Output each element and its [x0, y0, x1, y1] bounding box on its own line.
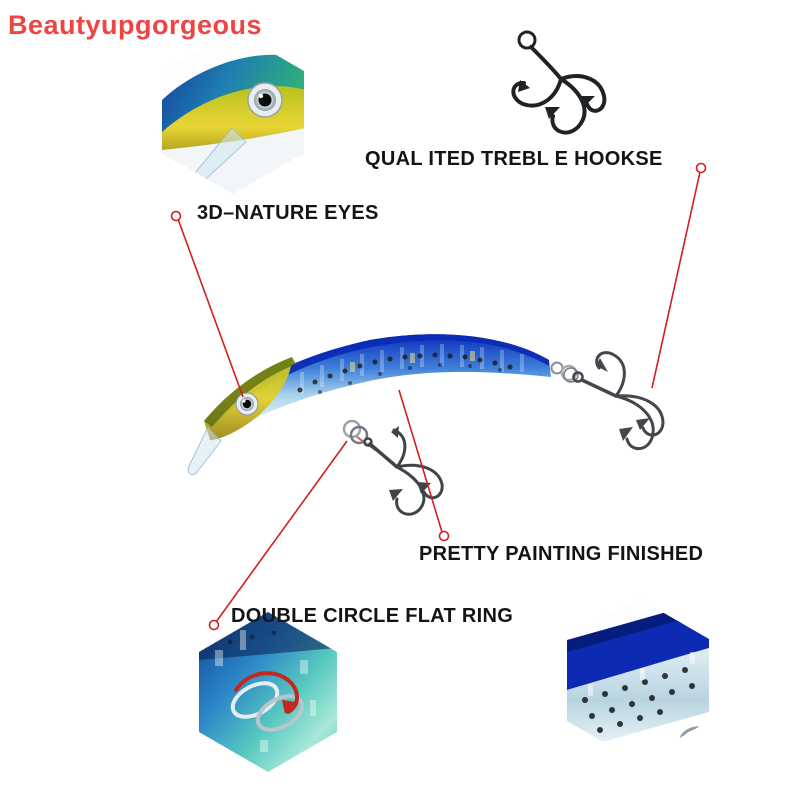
callout-lines: [170, 162, 707, 631]
treble-hook-closeup-inset: [493, 10, 623, 160]
head-closeup-inset: [162, 30, 304, 194]
callout-3d-eyes: 3D–NATURE EYES: [197, 202, 379, 224]
painted-body-closeup-inset: [567, 598, 709, 762]
callout-treble-hooks: QUAL ITED TREBL E HOOKSE: [365, 148, 663, 170]
lure-body: [187, 334, 551, 476]
inset-double-ring: [230, 681, 305, 732]
inset-eye: [247, 82, 283, 118]
body-spots: [297, 352, 513, 393]
callout-flat-ring: DOUBLE CIRCLE FLAT RING: [231, 605, 514, 627]
callout-painting: PRETTY PAINTING FINISHED: [419, 543, 704, 565]
lure-eye: [235, 392, 259, 416]
belly-treble-hook: [342, 419, 444, 516]
tail-treble-hook: [550, 351, 665, 451]
flat-ring-closeup-inset: [199, 612, 337, 772]
watermark: Beautyupgorgeous: [8, 10, 263, 40]
diving-lip: [187, 426, 222, 476]
